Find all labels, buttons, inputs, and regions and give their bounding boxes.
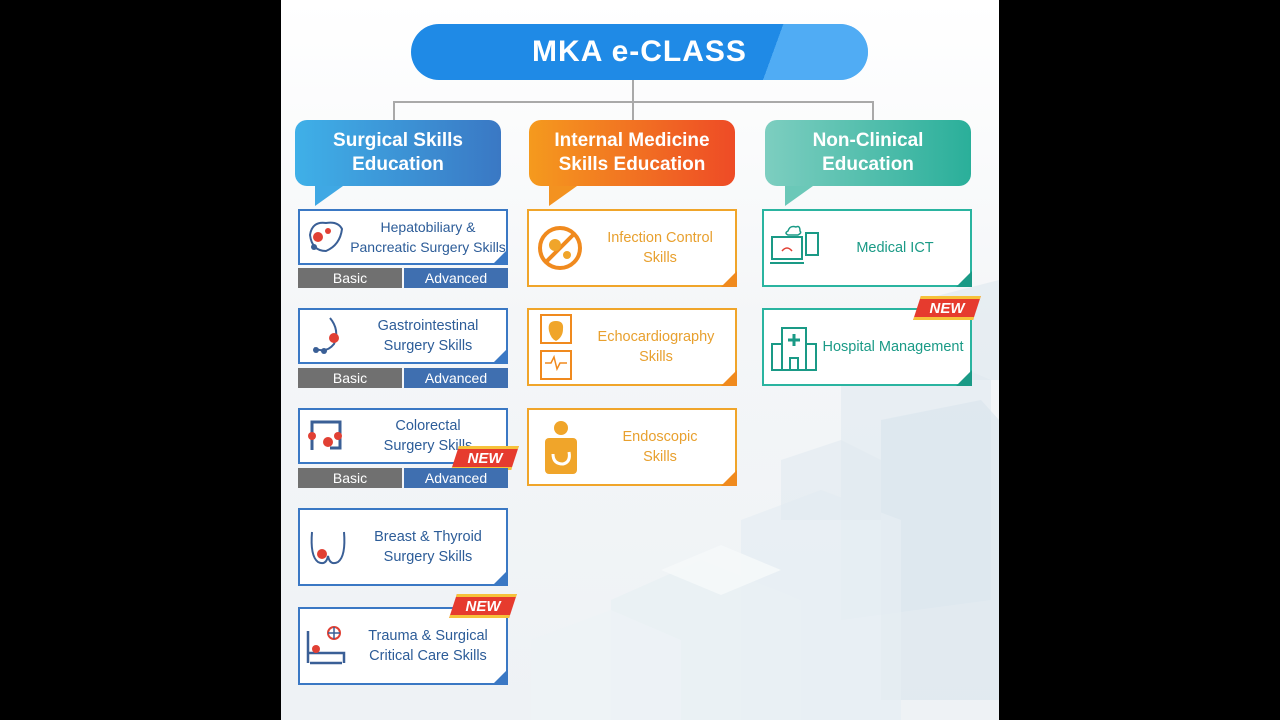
course-card-endoscopic[interactable]: Endoscopic Skills [527,408,737,486]
card-corner [721,370,737,386]
banner-shine [411,24,868,80]
liver-icon [308,221,344,253]
basic-level-button[interactable]: Basic [298,368,402,388]
connector-middle [632,101,634,121]
category-surgical: Surgical Skills Education [295,120,501,206]
course-card-hospital-management[interactable]: Hospital Management [762,308,972,386]
breast-icon [310,531,346,565]
new-badge: NEW [913,296,981,320]
card-corner [956,370,972,386]
connector-vertical [632,80,634,102]
card-corner [956,271,972,287]
callout-tail [315,186,343,206]
course-card-medical-ict[interactable]: Medical ICT [762,209,972,287]
category-non-clinical: Non-Clinical Education [765,120,971,206]
virus-prohibited-icon [538,226,582,270]
advanced-level-button[interactable]: Advanced [404,368,508,388]
callout-tail [549,186,577,206]
course-card-gastrointestinal[interactable]: Gastrointestinal Surgery Skills [298,308,508,364]
connector-left [393,101,395,121]
card-corner [721,470,737,486]
page-title: MKA e-CLASS [532,35,747,68]
card-corner [492,348,508,364]
endoscopy-icon [545,421,577,474]
title-banner: MKA e-CLASS [411,24,868,80]
course-label: Endoscopic Skills [622,429,698,465]
basic-level-button[interactable]: Basic [298,468,402,488]
hospital-bed-icon [306,626,346,665]
hospital-building-icon [771,327,817,371]
category-label: Non-Clinical Education [812,130,924,175]
category-internal-medicine: Internal Medicine Skills Education [529,120,735,206]
new-badge: NEW [449,594,517,618]
course-card-infection-control[interactable]: Infection Control Skills [527,209,737,287]
course-label: Gastrointestinal Surgery Skills [377,318,479,354]
course-card-breast-thyroid[interactable]: Breast & Thyroid Surgery Skills [298,508,508,586]
badge-text: NEW [929,299,965,317]
category-label: Surgical Skills Education [333,130,463,175]
card-corner [721,271,737,287]
category-label: Internal Medicine Skills Education [554,130,710,175]
echocardiography-icon [540,314,572,380]
course-label: Hepatobiliary & Pancreatic Surgery Skill… [350,219,506,255]
course-label: Echocardiography Skills [597,329,715,365]
course-card-hepatobiliary[interactable]: Hepatobiliary & Pancreatic Surgery Skill… [298,209,508,265]
infographic-panel: MKA e-CLASS Surgical Skills Education In… [281,0,999,720]
course-label: Colorectal Surgery Skills [383,418,473,454]
advanced-level-button[interactable]: Advanced [404,468,508,488]
medical-ict-icon [770,225,819,264]
badge-text: NEW [467,449,503,467]
new-badge: NEW [451,446,519,470]
badge-text: NEW [465,597,501,615]
course-label: Infection Control Skills [607,230,713,266]
advanced-level-button[interactable]: Advanced [404,268,508,288]
card-corner [492,669,508,685]
card-corner [492,570,508,586]
course-label: Trauma & Surgical Critical Care Skills [368,628,488,664]
course-label: Hospital Management [822,339,964,355]
course-card-trauma[interactable]: Trauma & Surgical Critical Care Skills [298,607,508,685]
connector-right [872,101,874,121]
card-corner [492,249,508,265]
stomach-icon [313,317,339,354]
course-label: Medical ICT [856,240,934,256]
course-card-echocardiography[interactable]: Echocardiography Skills [527,308,737,386]
colon-icon [308,420,342,450]
callout-tail [785,186,813,206]
course-label: Breast & Thyroid Surgery Skills [374,529,482,565]
background-cubes [531,280,999,720]
basic-level-button[interactable]: Basic [298,268,402,288]
